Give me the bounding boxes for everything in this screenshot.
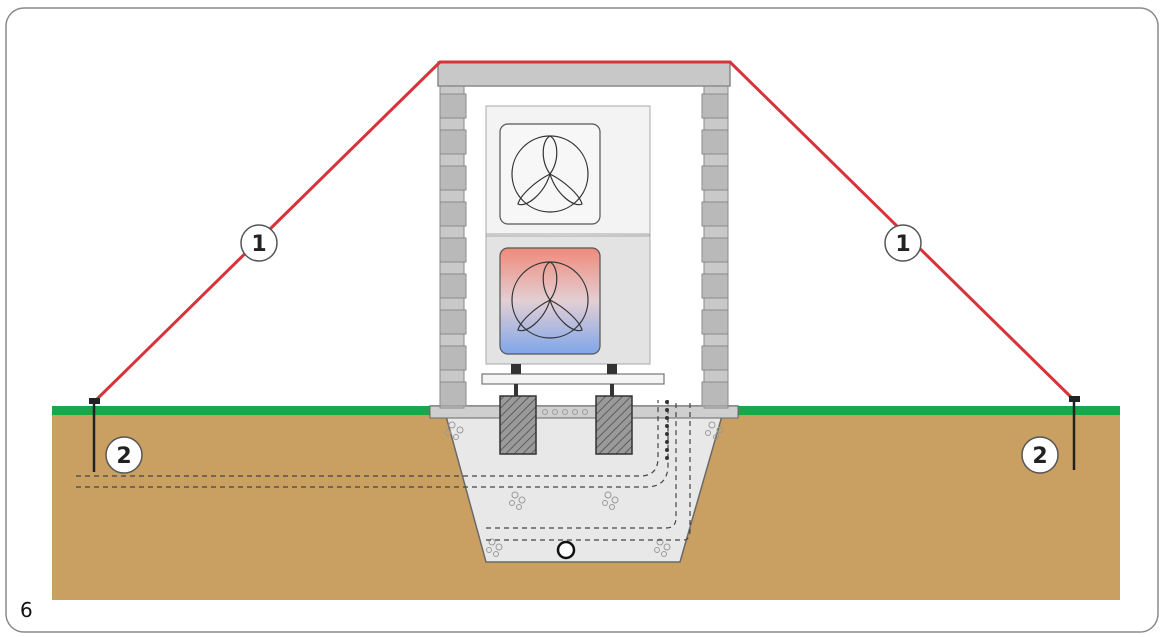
callout-anchor-right: 2 <box>1021 436 1059 474</box>
callout-label: 2 <box>116 444 131 469</box>
footing-right <box>595 395 633 455</box>
callout-label: 1 <box>251 232 266 257</box>
grass-right <box>738 406 1120 415</box>
mounting-rail <box>481 373 665 385</box>
callout-cable-right: 1 <box>884 224 922 262</box>
lower-fan-icon <box>511 261 589 339</box>
upper-fan-icon <box>511 135 589 213</box>
brick-pillar-left <box>439 85 467 409</box>
footing-left <box>499 395 537 455</box>
callout-anchor-left: 2 <box>105 436 143 474</box>
ground-anchor-left <box>89 398 100 472</box>
callout-label: 1 <box>895 232 910 257</box>
callout-label: 2 <box>1032 444 1047 469</box>
foundation-top-slab <box>429 405 739 419</box>
rail-feet <box>511 364 617 396</box>
roof-slab <box>437 61 731 87</box>
ground-anchor-right <box>1069 396 1080 470</box>
grass-left <box>52 406 432 415</box>
drain-outlet <box>556 540 576 560</box>
callout-cable-left: 1 <box>240 224 278 262</box>
brick-pillar-right <box>701 85 729 409</box>
drain-inlet <box>665 400 669 460</box>
drain-pipe <box>76 400 691 541</box>
gravel-texture <box>445 409 724 557</box>
figure-number: 6 <box>20 598 33 622</box>
